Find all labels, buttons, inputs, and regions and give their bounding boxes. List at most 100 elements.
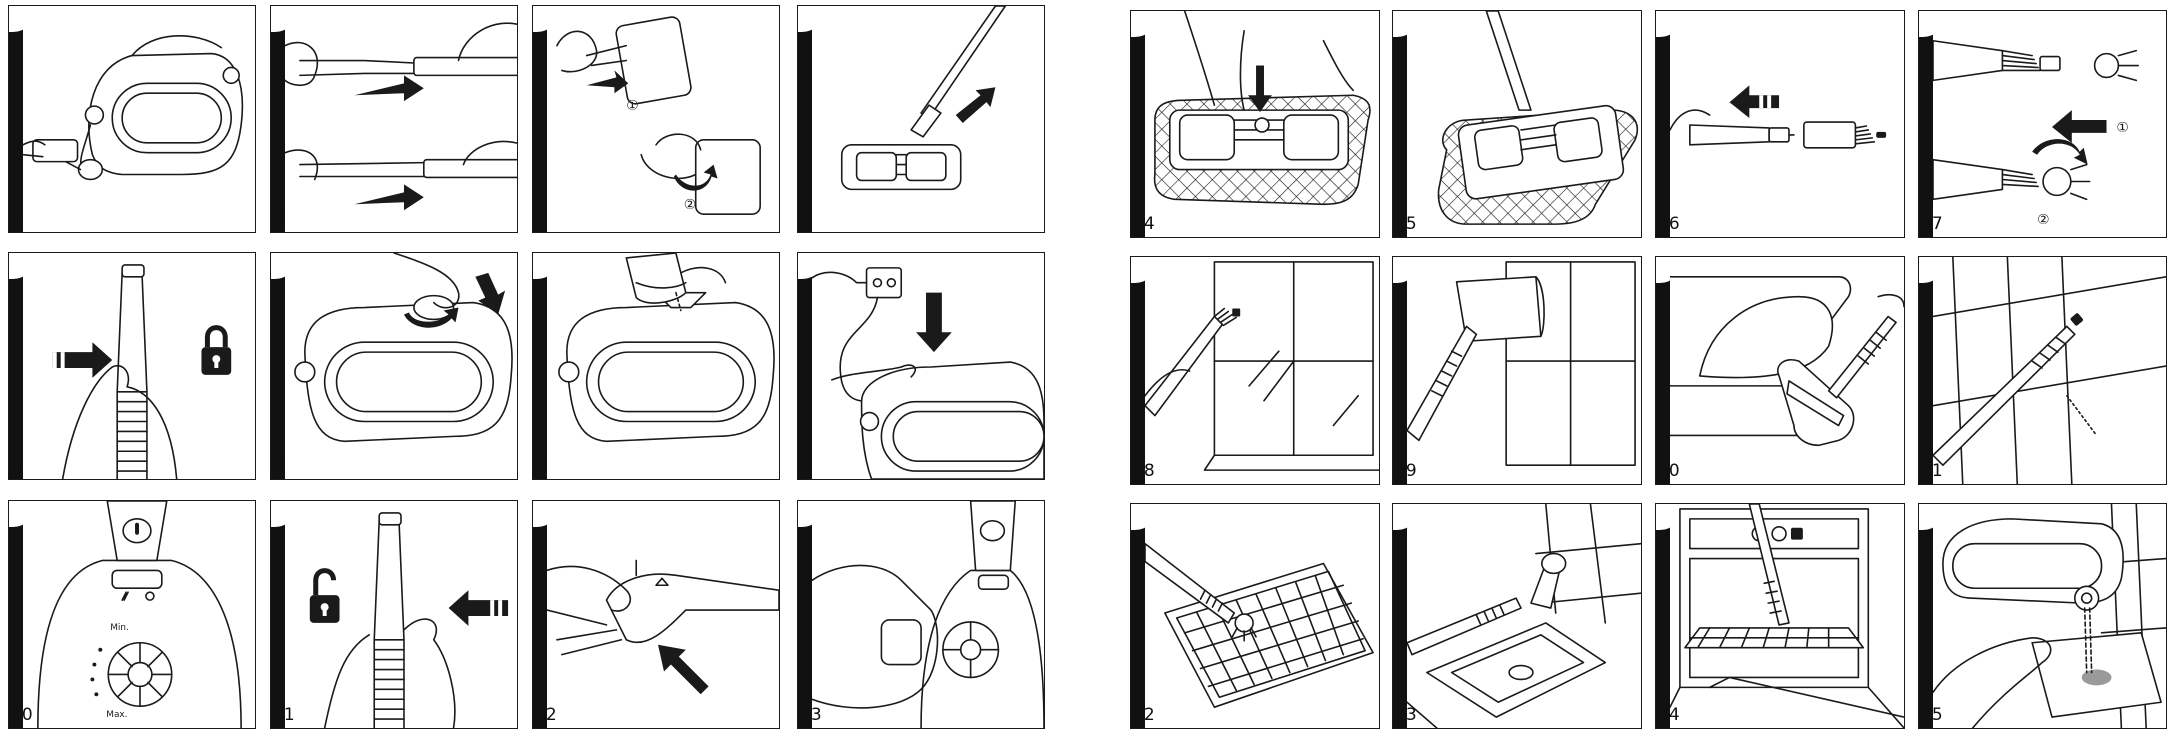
step-tab [1393,257,1407,484]
step-number: 24 [1658,705,1680,725]
step-tab [1656,257,1670,484]
step-tab [533,501,547,728]
dial-max-label: Max. [106,710,127,720]
steam-dial-illustration: Min. Max. [23,501,255,728]
nozzle-attach-illustration [1670,85,1887,237]
step-panel-13: 13 [797,500,1045,729]
step-number: 21 [1921,461,1943,481]
window-squeegee-illustration [1407,257,1641,484]
marker-two: ② [684,197,696,213]
step-tab [1131,257,1145,484]
marker-one: ① [2116,120,2128,136]
step-panel-2: 2 [8,5,256,233]
step-number: 22 [1133,705,1155,725]
step-panel-3: 3 [270,5,518,233]
step-panel-15: 15 [1392,10,1642,238]
step-number: 7 [273,456,284,476]
step-tab [271,253,285,479]
mop-head-ready-illustration [1407,11,1641,237]
step-number: 13 [800,705,822,725]
floor-head-insert-illustration [812,6,1044,232]
open-cap-illustration [285,253,517,479]
step-panel-5: 5 [797,5,1045,233]
step-number: 6 [11,456,22,476]
trigger-press-illustration [547,501,779,695]
step-number: 14 [1133,214,1155,234]
step-number: 4 [535,209,546,229]
step-tab [1919,11,1933,237]
step-panel-17: ① ② 17 [1918,10,2167,238]
step-number: 10 [11,705,33,725]
step-tab [271,501,285,728]
dial-min-label: Min. [110,623,129,633]
handle-unlock-illustration [309,501,509,728]
upholstery-cleaning-illustration [1670,257,1904,484]
step-tab [798,253,812,479]
drain-water-illustration [1933,504,2166,728]
grill-cleaning-illustration [1145,504,1379,728]
step-panel-14: 14 [1130,10,1380,238]
step-tab [1131,11,1145,237]
step-number: 25 [1921,705,1943,725]
marker-two: ② [2037,212,2049,228]
handle-lock-illustration [52,253,232,479]
sink-cleaning-illustration [1407,504,1641,728]
step-panel-11: 11 [270,500,518,729]
steam-cleaner-plug-illustration [23,6,255,232]
step-tab [798,6,812,232]
step-panel-10: Min. Max. 10 [8,500,256,729]
step-number: 2 [11,209,22,229]
step-number: 18 [1133,461,1155,481]
step-panel-25: 25 [1918,503,2167,729]
step-number: 17 [1921,214,1943,234]
step-panel-24: 24 [1655,503,1905,729]
tile-cleaning-illustration [1933,257,2166,484]
step-tab [9,253,23,479]
step-panel-22: 22 [1130,503,1380,729]
dial-turn-illustration [812,501,1044,728]
step-number: 15 [1395,214,1417,234]
step-tab [798,501,812,728]
step-number: 3 [273,209,284,229]
step-panel-16: 16 [1655,10,1905,238]
step-tab [1656,504,1670,728]
power-on-illustration [812,253,1044,479]
step-panel-12: 12 [532,500,780,729]
step-panel-8: 8 [532,252,780,480]
step-tab [1131,504,1145,728]
step-number: 20 [1658,461,1680,481]
cloth-attach-illustration [1145,11,1379,237]
step-panel-6: 6 [8,252,256,480]
step-number: 11 [273,705,295,725]
step-panel-20: 20 [1655,256,1905,485]
step-tab [9,6,23,232]
step-panel-21: 21 [1918,256,2167,485]
step-tab [533,6,547,232]
step-number: 5 [800,209,811,229]
step-panel-19: 19 [1392,256,1642,485]
step-panel-9: 9 [797,252,1045,480]
step-tab [1393,504,1407,728]
step-panel-4: ① ② 4 [532,5,780,233]
marker-one: ① [626,98,638,114]
step-number: 16 [1658,214,1680,234]
step-number: 19 [1395,461,1417,481]
step-panel-23: 23 [1392,503,1642,729]
fill-water-illustration [547,253,779,479]
step-tab [271,6,285,232]
step-number: 9 [800,456,811,476]
step-number: 23 [1395,705,1417,725]
step-number: 8 [535,456,546,476]
step-number: 12 [535,705,557,725]
step-tab [9,501,23,728]
brush-attach-illustration: ① ② [1933,11,2166,228]
window-cleaning-illustration [1145,257,1379,484]
step-tab [1919,504,1933,728]
oven-cleaning-illustration [1670,504,1904,728]
step-panel-18: 18 [1130,256,1380,485]
wand-extension-attach-illustration [285,6,517,211]
step-panel-7: 7 [270,252,518,480]
step-tab [1919,257,1933,484]
floor-head-connect-illustration: ① ② [547,6,779,232]
step-tab [1393,11,1407,237]
